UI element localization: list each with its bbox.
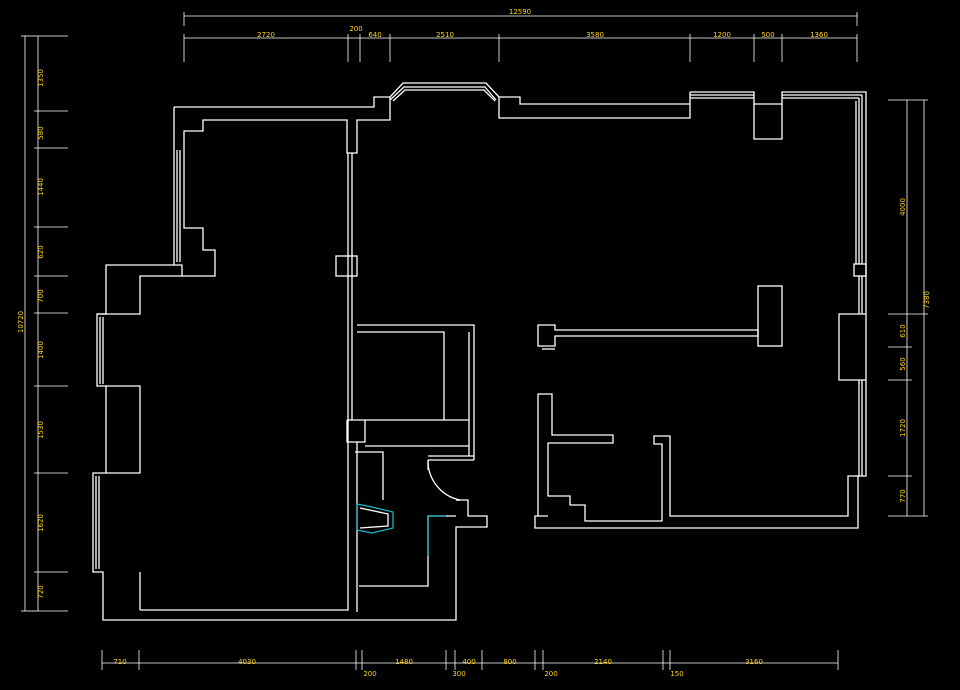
kitchen-island (537, 285, 783, 350)
dim-bottom-3: 1480 (395, 658, 413, 666)
dim-right-1: 610 (899, 324, 907, 337)
dim-left-5: 1400 (37, 341, 45, 359)
dim-top-4: 1200 (713, 31, 731, 39)
dim-left-1: 580 (37, 126, 45, 139)
dim-top-5: 500 (761, 31, 774, 39)
dim-bottom-2: 200 (363, 670, 376, 678)
left-wing-outer-wall (92, 96, 488, 621)
dim-top-2: 2510 (436, 31, 454, 39)
shower-corner (427, 515, 446, 556)
cabinet-block (757, 285, 783, 347)
dim-bottom-8: 2140 (594, 658, 612, 666)
dim-left-3: 620 (37, 245, 45, 258)
dim-right-overall: 7380 (923, 291, 931, 309)
dim-right-2: 560 (899, 357, 907, 370)
dim-top-3: 3580 (586, 31, 604, 39)
dim-left-overall: 10720 (17, 311, 25, 333)
structural-column (335, 255, 358, 277)
top-dimension-chain: 12590 200 2720 640 2510 3580 1200 500 13… (183, 8, 858, 62)
dim-top-1: 640 (368, 31, 381, 39)
dim-left-6: 1530 (37, 421, 45, 439)
dim-left-7: 1620 (37, 514, 45, 532)
dim-bottom-10: 3160 (745, 658, 763, 666)
dim-top-6: 1360 (810, 31, 828, 39)
dim-bottom-5: 400 (462, 658, 475, 666)
exterior-walls (92, 82, 867, 621)
bay-window (389, 82, 500, 102)
dim-bottom-9: 150 (670, 670, 683, 678)
left-dimension-chain: 10720 1350 580 1440 620 700 1400 1530 16… (17, 35, 68, 612)
dim-right-0: 4000 (899, 198, 907, 216)
dim-left-0: 1350 (37, 69, 45, 87)
door-swing-arc (427, 459, 461, 501)
right-dimension-chain: 7380 4000 610 560 1720 770 (888, 99, 931, 517)
right-wing-outer-wall (534, 91, 867, 529)
interior-walls (335, 153, 475, 612)
dim-right-3: 1720 (899, 419, 907, 437)
dim-top-overall: 12590 (509, 8, 531, 16)
dim-bottom-0: 710 (113, 658, 126, 666)
bottom-dimension-chain: 710 4030 200 1480 300 400 800 200 2140 1… (101, 650, 839, 678)
toilet-fixture (356, 503, 394, 534)
dim-left-2: 1440 (37, 178, 45, 196)
dim-bottom-1: 4030 (238, 658, 256, 666)
dim-top-0: 2720 (257, 31, 275, 39)
dim-bottom-7: 200 (544, 670, 557, 678)
dim-top-small: 200 (349, 25, 362, 33)
dim-bottom-4: 300 (452, 670, 465, 678)
dim-left-8: 720 (37, 585, 45, 598)
dim-left-4: 700 (37, 289, 45, 302)
dim-right-4: 770 (899, 489, 907, 502)
dim-bottom-6: 800 (503, 658, 516, 666)
